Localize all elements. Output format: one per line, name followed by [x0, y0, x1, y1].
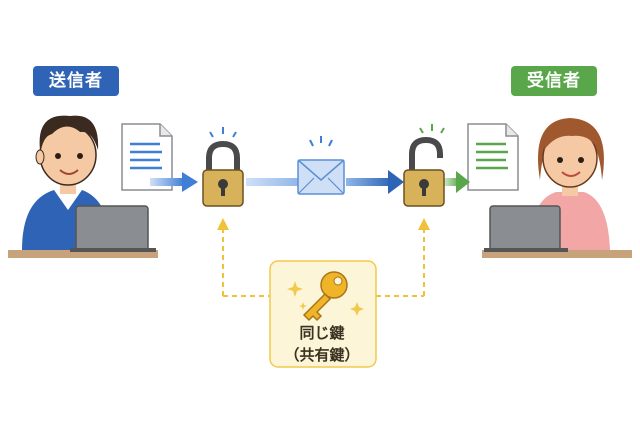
sender-label: 送信者	[33, 66, 119, 96]
receiver-label: 受信者	[511, 66, 597, 96]
key-icon	[302, 271, 348, 322]
receiver-document-icon	[467, 123, 519, 191]
envelope-icon	[297, 136, 345, 195]
locked-padlock-icon	[202, 127, 244, 207]
sender-document-icon	[121, 123, 173, 191]
shared-key-label: 同じ鍵	[299, 324, 345, 342]
key-connector-lines	[222, 228, 425, 297]
arrow-lock-to-envelope	[246, 178, 300, 186]
key-arrow-right-head	[418, 218, 430, 230]
arrow-envelope-to-unlock	[346, 170, 404, 194]
receiver-laptop-icon	[484, 205, 568, 252]
arrow-unlock-to-doc	[444, 171, 470, 193]
receiver-person-icon	[482, 118, 632, 258]
shared-key-sublabel: （共有鍵）	[284, 346, 360, 364]
sender-laptop-icon	[70, 205, 156, 252]
arrow-doc-to-lock	[150, 172, 198, 192]
sparkle-icons	[287, 281, 364, 316]
unlocked-padlock-icon	[403, 124, 445, 207]
key-arrow-left-head	[217, 218, 229, 230]
